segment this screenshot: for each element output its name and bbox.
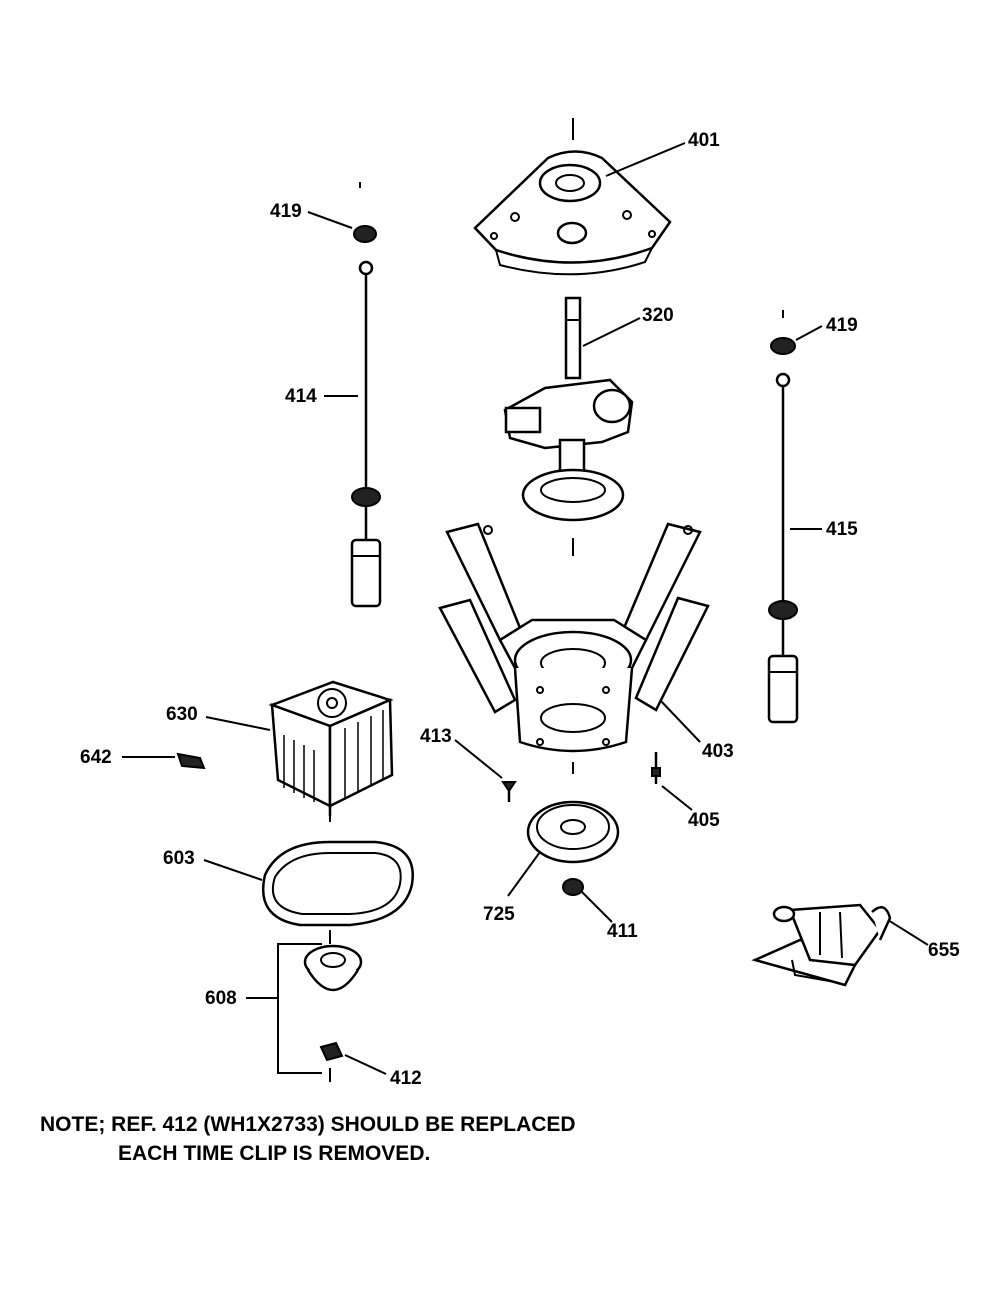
note-line-1: NOTE; REF. 412 (WH1X2733) SHOULD BE REPL… bbox=[40, 1113, 576, 1136]
part-419-cap-left[interactable] bbox=[353, 225, 377, 243]
label-655: 655 bbox=[928, 940, 960, 961]
label-415: 415 bbox=[826, 519, 858, 540]
part-725-pulley[interactable] bbox=[526, 800, 620, 864]
part-419-cap-right[interactable] bbox=[770, 337, 796, 355]
label-419-left: 419 bbox=[270, 201, 302, 222]
part-642-clip[interactable] bbox=[176, 752, 206, 770]
part-labels: 401 419 320 414 419 415 630 642 413 403 … bbox=[80, 130, 960, 1089]
note-line-2: EACH TIME CLIP IS REMOVED. bbox=[118, 1142, 430, 1165]
part-401-cover[interactable] bbox=[473, 150, 672, 276]
label-412: 412 bbox=[390, 1068, 422, 1089]
part-405-bolt[interactable] bbox=[651, 752, 661, 784]
part-608-motor-pulley[interactable] bbox=[246, 943, 363, 1074]
part-412-clip[interactable] bbox=[319, 1041, 344, 1062]
label-403: 403 bbox=[702, 741, 734, 762]
label-725: 725 bbox=[483, 904, 515, 925]
label-413: 413 bbox=[420, 726, 452, 747]
label-411: 411 bbox=[607, 921, 638, 942]
part-414-suspension-rod[interactable] bbox=[350, 260, 382, 608]
label-405: 405 bbox=[688, 810, 720, 831]
part-655-pump-assembly[interactable] bbox=[751, 903, 892, 987]
label-642: 642 bbox=[80, 747, 112, 768]
part-320-transmission[interactable] bbox=[503, 296, 634, 522]
label-320: 320 bbox=[642, 305, 674, 326]
label-419-right: 419 bbox=[826, 315, 858, 336]
replacement-note: NOTE; REF. 412 (WH1X2733) SHOULD BE REPL… bbox=[40, 1113, 576, 1165]
part-403-support-platform[interactable] bbox=[438, 522, 710, 753]
label-630: 630 bbox=[166, 704, 198, 725]
label-608: 608 bbox=[205, 988, 237, 1009]
part-630-motor[interactable] bbox=[268, 680, 394, 816]
part-415-suspension-rod[interactable] bbox=[767, 372, 799, 724]
label-414: 414 bbox=[285, 386, 317, 407]
part-411-nut[interactable] bbox=[562, 878, 584, 896]
label-401: 401 bbox=[688, 130, 720, 151]
leader-lines bbox=[122, 142, 929, 1075]
part-603-belt[interactable] bbox=[262, 840, 414, 927]
part-413-fastener[interactable] bbox=[501, 781, 517, 802]
label-603: 603 bbox=[163, 848, 195, 869]
